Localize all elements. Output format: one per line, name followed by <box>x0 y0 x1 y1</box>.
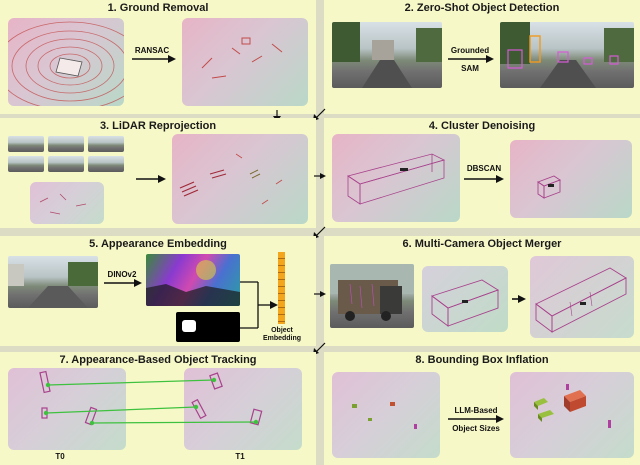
embedding-label-line1: Object <box>271 327 293 334</box>
panel-title: 1. Ground Removal <box>107 2 209 14</box>
right-arrow-icon <box>314 173 326 179</box>
merged-box-view-2 <box>530 256 634 338</box>
panel-appearance-embedding: 5. Appearance Embedding DINOv2 Object Em… <box>0 236 316 346</box>
arrow-label-line1: LLM-Based <box>454 406 498 415</box>
inflated-boxes-image <box>510 372 634 458</box>
panel-title: 7. Appearance-Based Object Tracking <box>59 354 257 366</box>
inflated-boxes-graphic <box>534 384 611 428</box>
panel-title: 4. Cluster Denoising <box>428 120 536 132</box>
right-arrow-icon <box>136 175 166 183</box>
street-scene-graphic <box>332 22 442 88</box>
lidar-rings-graphic <box>8 21 124 106</box>
feature-map-image <box>146 254 240 306</box>
detected-street-photo <box>500 22 634 88</box>
noisy-box-graphic <box>347 153 446 205</box>
street-photo <box>332 22 442 88</box>
feature-map-graphic <box>146 260 240 306</box>
lidar-scan-image <box>8 18 124 106</box>
tracking-graphic <box>39 370 263 426</box>
camera-view-4 <box>8 156 44 172</box>
panel-cluster-denoising: 4. Cluster Denoising DBSCAN <box>324 118 640 228</box>
panel-title: 2. Zero-Shot Object Detection <box>404 2 560 14</box>
panel-lidar-reprojection: 3. LiDAR Reprojection <box>0 118 316 228</box>
right-arrow-icon <box>104 279 142 287</box>
mask-graphic <box>182 320 196 332</box>
bev-thumbnail <box>30 182 104 224</box>
box-graphic-1 <box>431 279 500 327</box>
denoised-box-graphic <box>537 175 561 199</box>
object-mask-image <box>176 312 240 342</box>
detections-graphic <box>500 22 634 88</box>
camera-view-6 <box>88 156 124 172</box>
right-arrow-icon <box>314 291 326 297</box>
merged-box-view-1 <box>422 266 508 332</box>
right-arrow-icon <box>448 415 504 423</box>
panel-zero-shot-detection: 2. Zero-Shot Object Detection Grounded S… <box>324 0 640 114</box>
truck-photo <box>330 264 414 328</box>
time-label-t0: T0 <box>55 452 65 461</box>
reprojected-points-graphic <box>179 153 283 205</box>
small-boxes-image <box>332 372 440 458</box>
bev-points-graphic <box>39 193 87 215</box>
arrow-label: DINOv2 <box>107 270 137 279</box>
frame-t1 <box>184 368 302 450</box>
arrow-label-line2: SAM <box>461 64 479 73</box>
ground-removed-image <box>182 18 308 106</box>
merge-bracket <box>240 281 278 329</box>
arrow-label-line1: Grounded <box>450 46 490 55</box>
box-graphic-2 <box>535 267 627 333</box>
camera-image <box>8 256 98 308</box>
camera-view-5 <box>48 156 84 172</box>
panel-title: 3. LiDAR Reprojection <box>99 120 217 132</box>
reprojected-points-image <box>172 134 308 224</box>
panel-bounding-box-inflation: 8. Bounding Box Inflation LLM-Based Obje… <box>324 352 640 465</box>
object-points-graphic <box>201 37 283 79</box>
frame-t0 <box>8 368 126 450</box>
right-arrow-icon <box>512 295 526 303</box>
time-label-t1: T1 <box>235 452 245 461</box>
truck-graphic <box>330 264 414 321</box>
panel-title: 8. Bounding Box Inflation <box>415 354 549 366</box>
embedding-vector <box>278 252 285 324</box>
noisy-cluster-image <box>332 134 460 222</box>
right-arrow-icon <box>448 55 494 63</box>
panel-object-tracking: 7. Appearance-Based Object Tracking T0 T… <box>0 352 316 465</box>
panel-title: 5. Appearance Embedding <box>89 238 227 250</box>
panel-multi-camera-merger: 6. Multi-Camera Object Merger <box>324 236 640 346</box>
right-arrow-icon <box>132 55 176 63</box>
panel-ground-removal: 1. Ground Removal RANSAC <box>0 0 316 114</box>
panel-title: 6. Multi-Camera Object Merger <box>402 238 562 250</box>
denoised-cluster-image <box>510 140 632 218</box>
right-arrow-icon <box>464 175 504 183</box>
camera-view-3 <box>88 136 124 152</box>
camera-view-2 <box>48 136 84 152</box>
camera-view-1 <box>8 136 44 152</box>
embedding-label-line2: Embedding <box>262 335 302 342</box>
arrow-label-line2: Object Sizes <box>452 424 500 433</box>
arrow-label: DBSCAN <box>466 164 502 173</box>
small-boxes-graphic <box>352 402 417 429</box>
truck-scene-graphic <box>8 262 98 308</box>
arrow-label: RANSAC <box>134 46 170 55</box>
